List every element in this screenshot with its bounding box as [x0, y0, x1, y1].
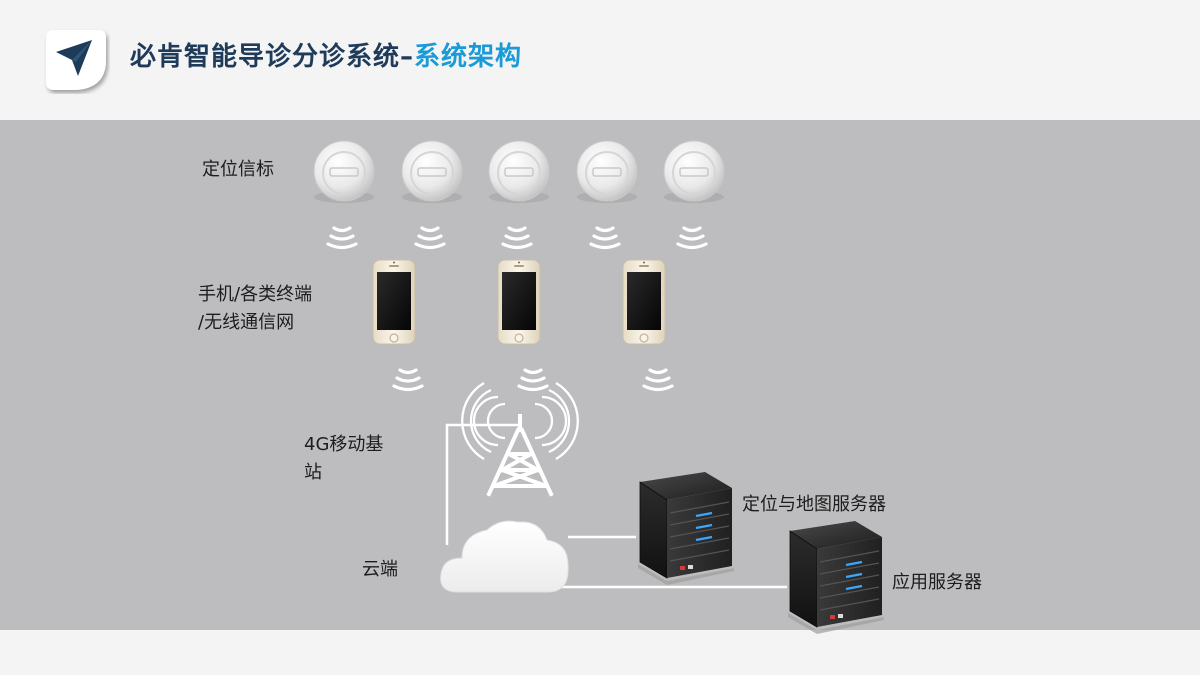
signal-waves-icon [676, 226, 708, 250]
cloud-icon [440, 520, 569, 593]
signal-waves-icon [392, 368, 424, 392]
location-map-server-icon [636, 470, 736, 587]
beacons-group [313, 140, 725, 250]
footer-bar [0, 630, 1200, 675]
connection-lines [445, 423, 787, 589]
signal-waves-icon [326, 226, 358, 250]
app-server-icon [786, 519, 886, 636]
cloud-label: 云端 [362, 559, 398, 580]
terminals-label-line2: /无线通信网 [198, 312, 295, 333]
diagram-area [0, 120, 1200, 630]
phone-icon [372, 259, 416, 345]
beacon-icon [576, 140, 638, 204]
app-server-label: 应用服务器 [892, 572, 982, 593]
signal-waves-icon [642, 368, 674, 392]
base-station-label-line1: 4G移动基 [304, 434, 384, 455]
signal-waves-icon [414, 226, 446, 250]
base-station-label-line2: 站 [304, 462, 322, 483]
phone-icon [497, 259, 541, 345]
beacon-icon [663, 140, 725, 204]
base-station-tower-icon [461, 382, 579, 497]
beacons-label: 定位信标 [202, 159, 274, 180]
title-main: 必肯智能导诊分诊系统 [130, 42, 401, 72]
terminals-label: 手机/各类终端 /无线通信网 [198, 281, 312, 337]
signal-waves-icon [501, 226, 533, 250]
location-map-server-label: 定位与地图服务器 [742, 494, 886, 515]
signal-waves-icon [589, 226, 621, 250]
base-station-label: 4G移动基 站 [304, 431, 383, 487]
page-title: 必肯智能导诊分诊系统–系统架构 [130, 36, 522, 73]
phones-group [372, 259, 674, 392]
beacon-icon [488, 140, 550, 204]
signal-waves-icon [517, 368, 549, 392]
header-bar: 必肯智能导诊分诊系统–系统架构 [0, 0, 1200, 120]
paper-plane-icon [46, 30, 106, 90]
phone-icon [622, 259, 666, 345]
title-highlight: 系统架构 [414, 42, 523, 72]
terminals-label-line1: 手机/各类终端 [198, 284, 313, 305]
beacon-icon [401, 140, 463, 204]
title-separator: – [400, 42, 415, 72]
beacon-icon [313, 140, 375, 204]
